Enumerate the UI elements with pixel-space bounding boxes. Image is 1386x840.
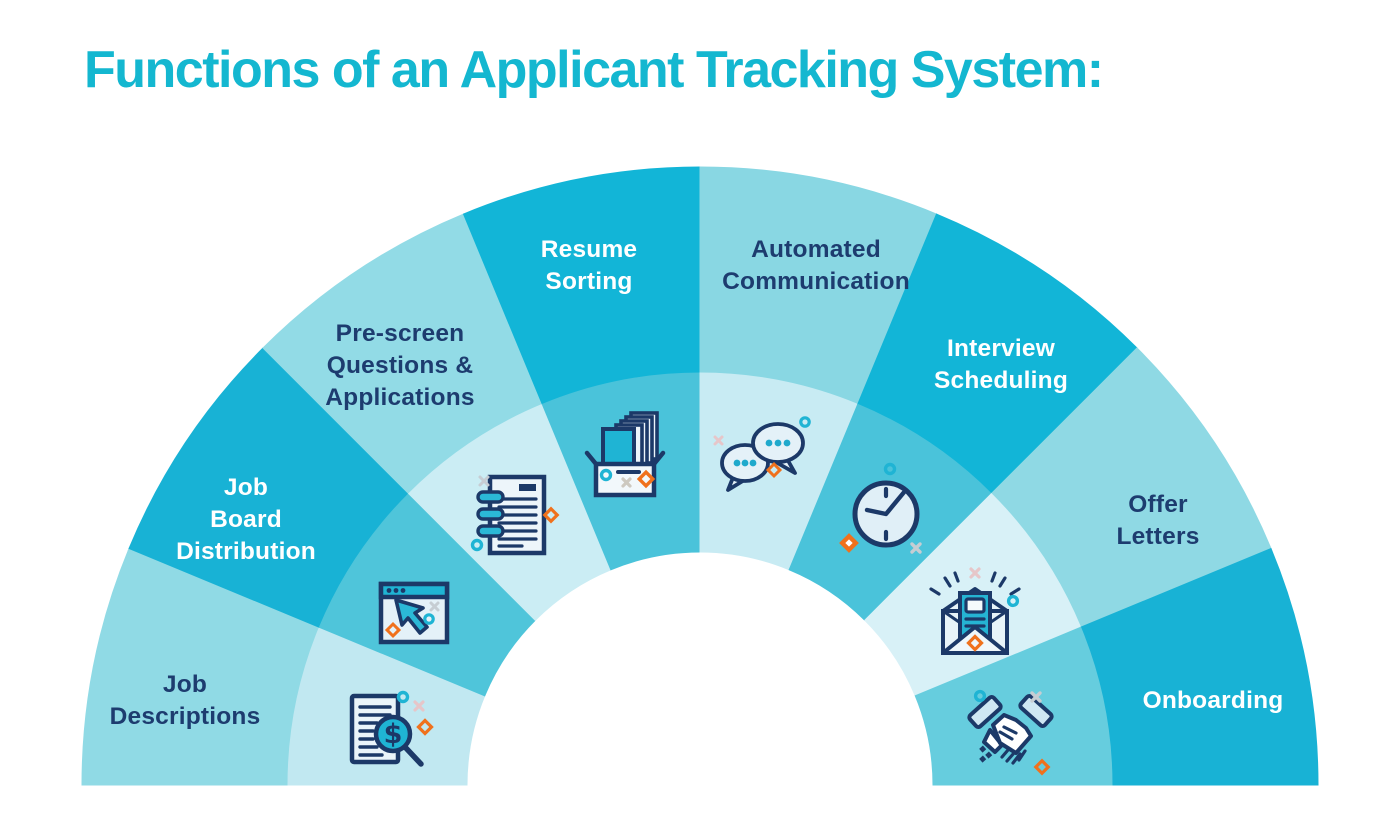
segment-label-job-descriptions: Job Descriptions (109, 671, 261, 730)
segment-label-offer-letters: Offer Letters (1116, 491, 1200, 550)
segment-label-onboarding: Onboarding (1142, 687, 1284, 715)
segment-label-resume-sorting: Resume Sorting (540, 236, 638, 295)
handshake-icon (967, 689, 1054, 776)
browser-cursor-icon (378, 581, 450, 645)
segment-label-automated-comm: Automated Communication (722, 236, 910, 295)
svg-text:$: $ (384, 719, 403, 750)
job-search-icon: $ (349, 690, 434, 767)
fan-segment-7-inner (914, 626, 1113, 786)
segment-label-pre-screen: Pre-screen Questions & Applications (325, 320, 475, 411)
segment-label-interview-sched: Interview Scheduling (933, 335, 1069, 394)
offer-letter-icon (929, 567, 1021, 655)
chat-bubbles-icon (713, 416, 811, 492)
segment-label-job-board: Job Board Distribution (176, 474, 316, 565)
page-title: Functions of an Applicant Tracking Syste… (84, 41, 1104, 99)
resume-tray-icon (584, 411, 666, 498)
prescreen-form-icon (470, 474, 560, 556)
